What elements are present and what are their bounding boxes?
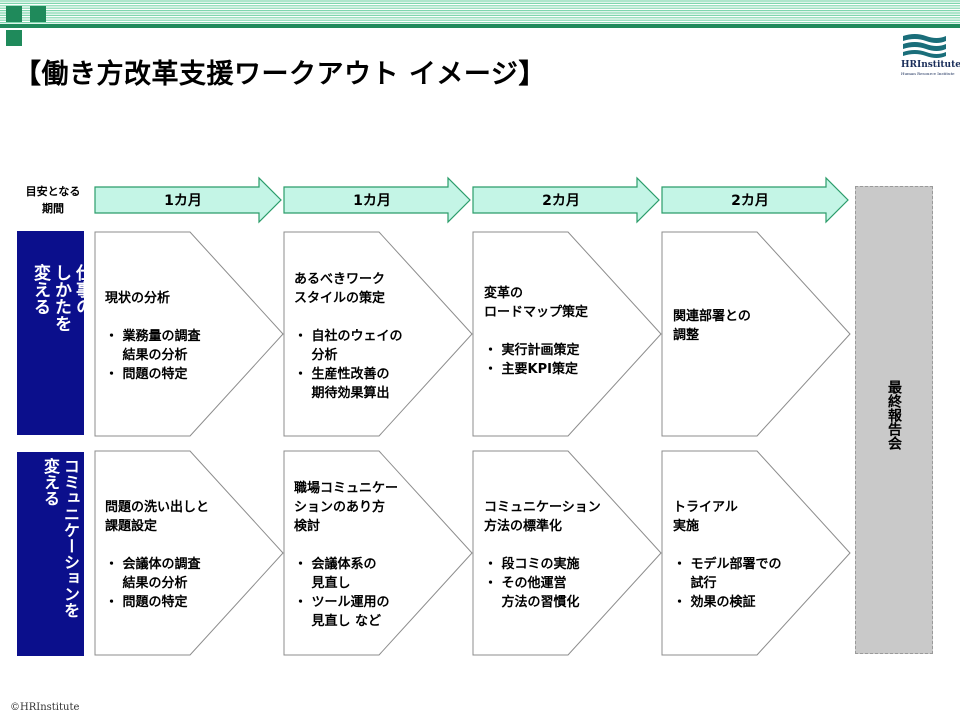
corner-square	[6, 30, 22, 46]
logo-subtitle: Human Resource Institute	[901, 71, 955, 76]
copyright: ©HRInstitute	[10, 702, 80, 713]
chevron-cell-r1-c3	[472, 231, 662, 437]
period-arrow-4	[661, 176, 849, 224]
period-label: 目安となる 期間	[25, 185, 81, 215]
hrinstitute-logo-icon	[903, 34, 946, 58]
cell-r1-c4: 関連部署との 調整	[673, 309, 751, 343]
chevron-cell-r1-c2	[283, 231, 473, 437]
cell-r1-c2: あるべきワーク スタイルの策定 ・ 自社のウェイの 分析 ・ 生産性改善の 期待…	[294, 272, 403, 401]
row-header-communication-text: コミュニケーションを 変える	[41, 458, 80, 618]
page-title: 【働き方改革支援ワークアウト イメージ】	[14, 59, 546, 90]
period-label-3: 2カ月	[542, 193, 580, 209]
row-header-work-text: 仕事の しかたを 変える	[30, 264, 92, 332]
cell-r2-c4: トライアル 実施 ・ モデル部署での 試行 ・ 効果の検証	[673, 500, 782, 610]
chevron-cell-r1-c4	[661, 231, 851, 437]
final-report-label: 最終報告会	[886, 380, 902, 450]
period-arrow-2	[283, 176, 471, 224]
chevron-cell-r2-c4	[661, 450, 851, 656]
period-label-4: 2カ月	[731, 193, 769, 209]
row-header-work	[17, 231, 84, 435]
logo-name: HRInstitute	[901, 60, 960, 70]
chevron-cell-r2-c3	[472, 450, 662, 656]
period-arrow-1	[94, 176, 282, 224]
cell-r2-c1: 問題の洗い出しと 課題設定 ・ 会議体の調査 結果の分析 ・ 問題の特定	[105, 500, 210, 610]
cell-r1-c3: 変革の ロードマップ策定 ・ 実行計画策定 ・ 主要KPI策定	[484, 286, 589, 377]
cell-r2-c3: コミュニケーション 方法の標準化 ・ 段コミの実施 ・ その他運営 方法の習慣化	[484, 500, 601, 610]
row-header-communication	[17, 452, 84, 656]
period-label-2: 1カ月	[353, 193, 391, 209]
chevron-cell-r2-c2	[283, 450, 473, 656]
chevron-cell-r1-c1	[94, 231, 284, 437]
period-label-1: 1カ月	[164, 193, 202, 209]
corner-square	[6, 6, 22, 22]
final-report-box	[855, 186, 933, 654]
header-stripe-band	[0, 0, 960, 28]
header-bar	[0, 24, 960, 28]
cell-r1-c1: 現状の分析 ・ 業務量の調査 結果の分析 ・ 問題の特定	[105, 291, 201, 382]
period-arrow-3	[472, 176, 660, 224]
corner-square	[30, 6, 46, 22]
cell-r2-c2: 職場コミュニケー ションのあり方 検討 ・ 会議体系の 見直し ・ ツール運用の…	[294, 481, 399, 629]
chevron-cell-r2-c1	[94, 450, 284, 656]
